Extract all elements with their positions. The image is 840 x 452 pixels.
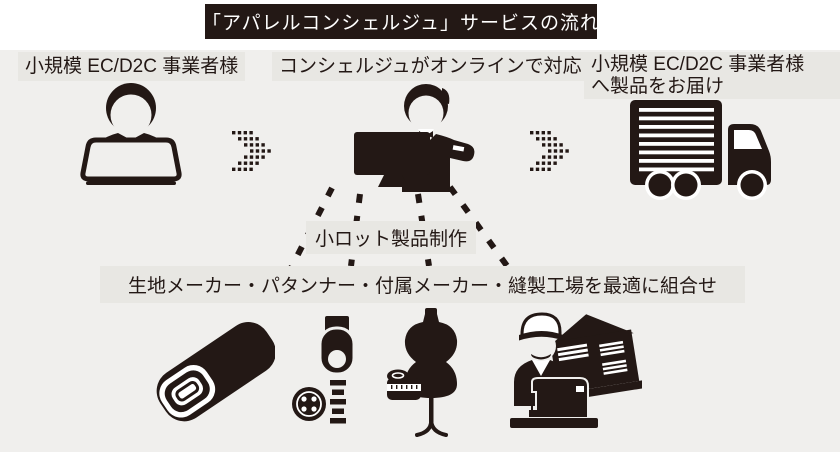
delivery-truck-icon <box>630 100 771 200</box>
title-banner-text: 「アパレルコンシェルジュ」サービスの流れ <box>202 13 600 34</box>
monitor <box>354 132 430 175</box>
client-step-label: 小規模 EC/D2C 事業者様 <box>18 52 246 81</box>
delivery-step-label: 小規模 EC/D2C 事業者様 へ製品をお届け <box>584 52 840 99</box>
dotted-arrow-right-icon <box>232 131 271 171</box>
four-hole-button <box>292 387 326 421</box>
sewing-machine <box>510 377 598 428</box>
fabric-roll-icon <box>156 322 275 422</box>
person-at-laptop-icon <box>80 83 182 185</box>
tailor-sewing-factory-icon <box>510 312 642 428</box>
production-label: 小ロット製品制作 <box>306 221 477 254</box>
dress-form-icon <box>387 308 458 437</box>
concierge-step-label: コンシェルジュがオンラインで対応 <box>272 52 589 81</box>
measuring-tape <box>387 369 421 400</box>
dotted-arrow-right-icon <box>530 131 569 171</box>
title-banner: 「アパレルコンシェルジュ」サービスの流れ <box>202 4 600 39</box>
pocket-square <box>452 145 465 152</box>
delivery-step-label-line2: へ製品をお届け <box>591 75 725 97</box>
delivery-step-label-line1: 小規模 EC/D2C 事業者様 <box>591 54 805 75</box>
partners-bar-text: 生地メーカー・パタンナー・付属メーカー・縫製工場を最適に組合せ <box>127 276 717 297</box>
partners-bar: 生地メーカー・パタンナー・付属メーカー・縫製工場を最適に組合せ <box>100 266 745 303</box>
button-and-zipper-icon <box>292 316 356 424</box>
concierge-at-monitor-icon <box>354 84 475 192</box>
